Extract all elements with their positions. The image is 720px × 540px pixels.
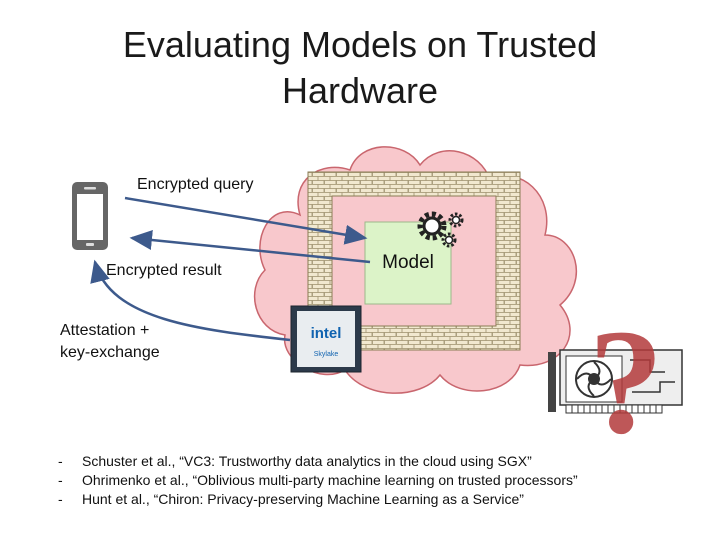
encrypted-query-label: Encrypted query [137,176,254,193]
gear-small-icon [441,232,457,248]
title-line-1: Evaluating Models on Trusted [122,24,598,65]
title-line-2: Hardware [281,70,439,111]
slide-title: Evaluating Models on Trusted Hardware [60,22,660,114]
chip-brand-text: intel [311,325,342,342]
reference-item: - Hunt et al., “Chiron: Privacy-preservi… [58,490,698,509]
model-box [364,221,452,305]
gear-icon [417,211,447,241]
encrypted-result-label: Encrypted result [106,262,222,279]
reference-text: Ohrimenko et al., “Oblivious multi-party… [82,472,578,488]
encrypted-query-arrow [124,196,368,245]
question-mark-icon: ? [589,299,664,465]
reference-item: - Schuster et al., “VC3: Trustworthy dat… [58,452,698,471]
reference-text: Hunt et al., “Chiron: Privacy-preserving… [82,491,524,507]
attestation-arrow [90,259,291,342]
gpu-card-icon [548,349,683,414]
attestation-line-1: Attestation + [60,322,150,339]
encrypted-result-arrow [129,230,371,264]
reference-dash: - [58,453,63,469]
reference-item: - Ohrimenko et al., “Oblivious multi-par… [58,471,698,490]
reference-dash: - [58,472,63,488]
gear-small-icon [448,212,464,228]
attestation-line-2: key-exchange [60,344,160,361]
intel-chip-icon: intel Skylake [290,305,362,373]
model-label: Model [382,252,434,273]
attestation-label: Attestation + key-exchange [60,320,160,364]
reference-dash: - [58,491,63,507]
smartphone-icon [72,182,108,250]
chip-sub-text: Skylake [314,351,339,358]
reference-text: Schuster et al., “VC3: Trustworthy data … [82,453,532,469]
references-list: - Schuster et al., “VC3: Trustworthy dat… [58,452,698,509]
